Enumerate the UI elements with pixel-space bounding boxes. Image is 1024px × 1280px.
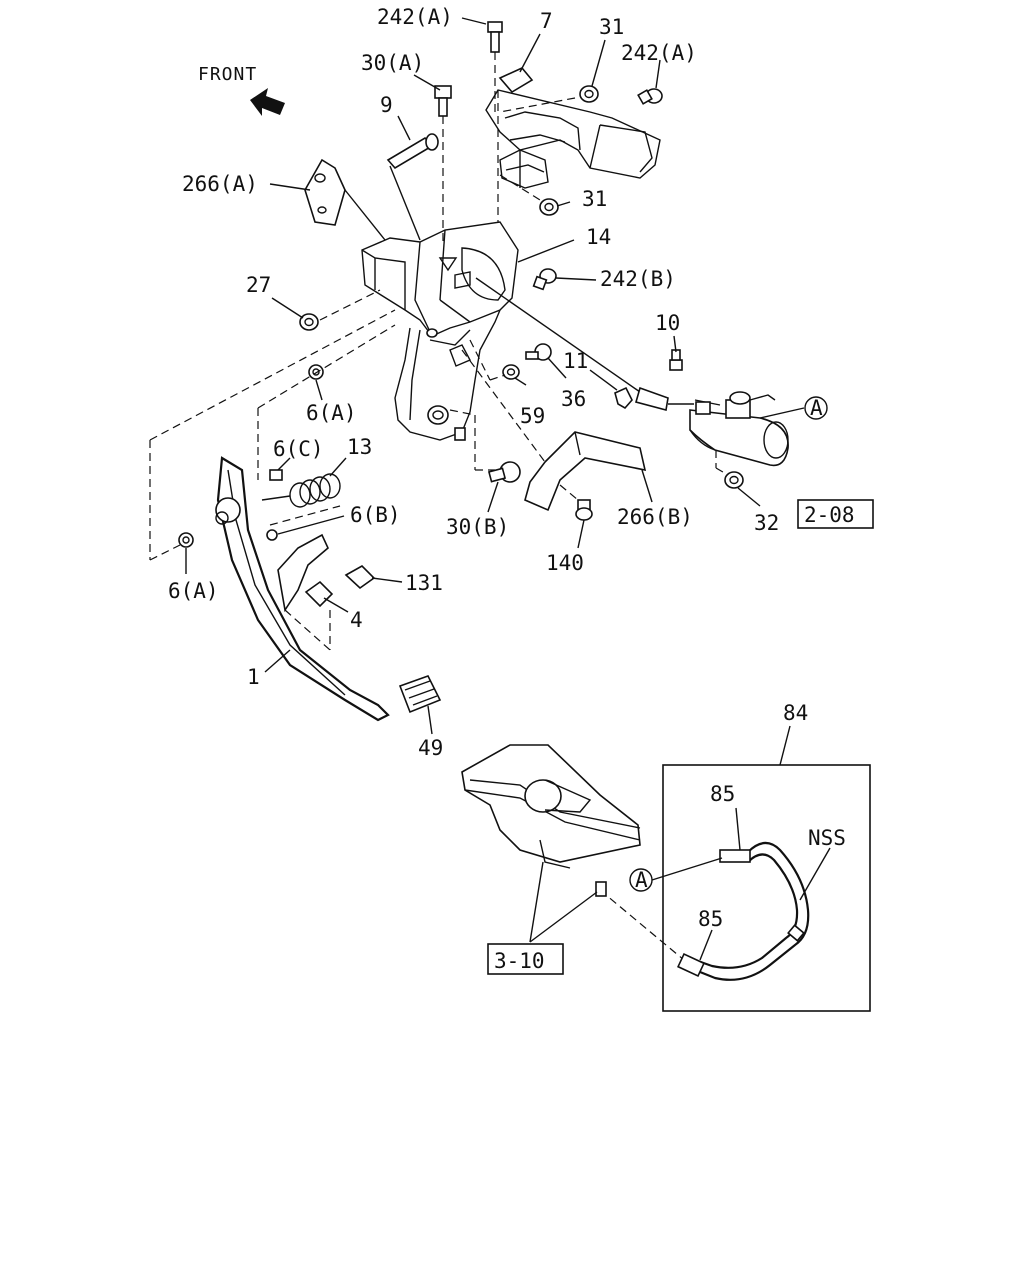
nut-32 bbox=[724, 471, 744, 489]
label-242a-top: 242(A) bbox=[377, 5, 453, 29]
master-cylinder bbox=[689, 391, 789, 468]
nut-31-mid bbox=[539, 198, 559, 216]
label-14: 14 bbox=[586, 225, 611, 249]
label-7: 7 bbox=[540, 9, 553, 33]
label-266a: 266(A) bbox=[182, 172, 258, 196]
label-30a: 30(A) bbox=[361, 51, 424, 75]
leader-lines bbox=[185, 17, 831, 961]
label-131: 131 bbox=[405, 571, 443, 595]
pedal-pad-49 bbox=[398, 675, 442, 714]
bushing-6b bbox=[266, 529, 278, 541]
callout-a-hose-circle bbox=[629, 868, 653, 892]
part-131 bbox=[344, 565, 376, 590]
return-spring-13 bbox=[261, 473, 341, 508]
bushing-6a-upper bbox=[308, 364, 324, 380]
push-rod bbox=[475, 277, 694, 411]
label-30b: 30(B) bbox=[446, 515, 509, 539]
label-nss: NSS bbox=[808, 826, 846, 850]
label-4: 4 bbox=[350, 608, 363, 632]
bushing-6c bbox=[269, 469, 283, 481]
label-11: 11 bbox=[563, 349, 588, 373]
label-85-bottom: 85 bbox=[698, 907, 723, 931]
pedal-arm bbox=[215, 456, 390, 722]
fitting-10 bbox=[669, 349, 683, 371]
bolt-30b bbox=[487, 461, 521, 483]
bolt-140 bbox=[575, 499, 593, 521]
bolt-30a bbox=[434, 85, 452, 242]
label-13: 13 bbox=[347, 435, 372, 459]
clip-11 bbox=[614, 386, 633, 410]
label-31-top: 31 bbox=[599, 15, 624, 39]
label-242b: 242(B) bbox=[600, 267, 676, 291]
label-1: 1 bbox=[247, 665, 260, 689]
upper-bracket bbox=[485, 89, 661, 189]
hose-group-box bbox=[662, 764, 871, 1012]
label-10: 10 bbox=[655, 311, 680, 335]
label-242a-right: 242(A) bbox=[621, 41, 697, 65]
label-31-mid: 31 bbox=[582, 187, 607, 211]
part-4 bbox=[304, 580, 334, 608]
nut-59 bbox=[502, 364, 520, 380]
nut-27 bbox=[299, 313, 319, 331]
assembly-dashed-lines bbox=[149, 90, 729, 966]
label-36: 36 bbox=[561, 387, 586, 411]
pin-9 bbox=[386, 133, 439, 241]
label-140: 140 bbox=[546, 551, 584, 575]
clutch-hose bbox=[677, 841, 810, 981]
bolt-242b bbox=[532, 268, 557, 291]
label-a-hose: A bbox=[635, 868, 648, 892]
label-6a-upper: 6(A) bbox=[306, 401, 357, 425]
label-32: 32 bbox=[754, 511, 779, 535]
label-front: FRONT bbox=[198, 64, 257, 85]
label-6a-lower: 6(A) bbox=[168, 579, 219, 603]
label-85-top: 85 bbox=[710, 782, 735, 806]
label-27: 27 bbox=[246, 273, 271, 297]
reservoir-tank bbox=[461, 744, 641, 897]
label-6c: 6(C) bbox=[273, 437, 324, 461]
nut-31-top bbox=[579, 85, 599, 103]
bracket-266b bbox=[524, 431, 647, 512]
callout-a-circle bbox=[804, 396, 828, 420]
label-3-10: 3-10 bbox=[494, 949, 545, 973]
label-9: 9 bbox=[380, 93, 393, 117]
bolt-242a-top bbox=[487, 21, 503, 112]
label-84: 84 bbox=[783, 701, 808, 725]
label-266b: 266(B) bbox=[617, 505, 693, 529]
label-6b: 6(B) bbox=[350, 503, 401, 527]
label-49: 49 bbox=[418, 736, 443, 760]
front-arrow-icon bbox=[250, 88, 285, 116]
bolt-36 bbox=[525, 343, 552, 361]
ref-3-10-box bbox=[487, 943, 564, 975]
ref-2-08-box bbox=[797, 499, 874, 529]
switch-bracket bbox=[277, 533, 329, 613]
bracket-266a bbox=[304, 158, 386, 241]
part-7-plate bbox=[498, 67, 534, 94]
label-a-callout: A bbox=[810, 396, 823, 420]
label-59: 59 bbox=[520, 404, 545, 428]
bolt-242a-right bbox=[637, 88, 663, 105]
bushing-6a-lower bbox=[178, 532, 194, 548]
pedal-bracket bbox=[361, 221, 519, 441]
label-2-08: 2-08 bbox=[804, 503, 855, 527]
